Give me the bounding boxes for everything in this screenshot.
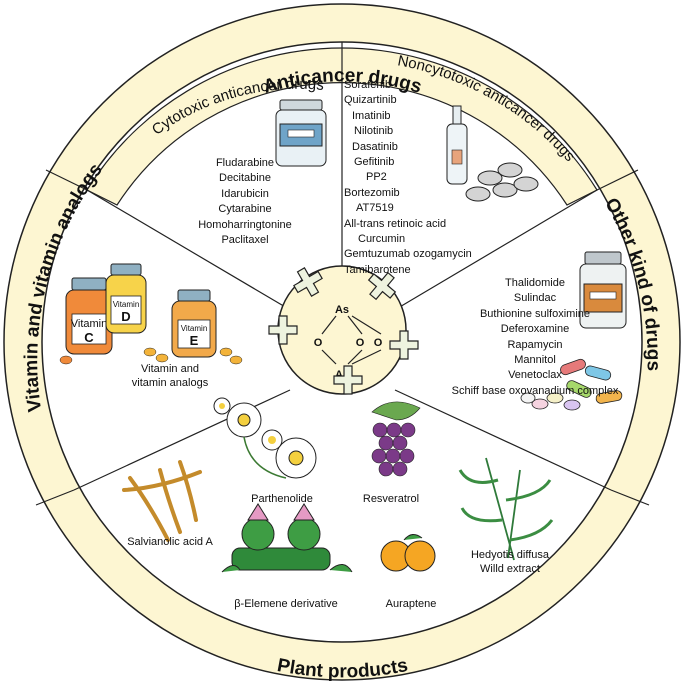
list-item: Venetoclax bbox=[508, 369, 562, 382]
parthenolide-label: Parthenolide bbox=[251, 493, 313, 505]
list-item: Paclitaxel bbox=[221, 234, 269, 247]
list-item: Decitabine bbox=[219, 172, 271, 185]
list-item: Bortezomib bbox=[344, 186, 400, 199]
list-item: Gemtuzumab ozogamycin bbox=[344, 248, 472, 261]
elemene-label: β-Elemene derivative bbox=[234, 598, 338, 610]
divider-lower-right bbox=[394, 389, 612, 491]
arsenic-bonds bbox=[321, 315, 382, 365]
vitamin-d-letter: D bbox=[121, 309, 130, 324]
vitamin-e-label: Vitamin bbox=[181, 324, 208, 333]
cytotoxic-drug-list: Fludarabine Decitabine Idarubicin Cytara… bbox=[180, 156, 310, 248]
list-item: PP2 bbox=[366, 171, 387, 184]
salvia-root-icon bbox=[122, 460, 202, 542]
list-item: Dasatinib bbox=[352, 140, 398, 153]
list-item: Tamibarotene bbox=[344, 263, 411, 276]
list-item: Curcumin bbox=[358, 233, 406, 246]
list-item: Sulindac bbox=[513, 292, 557, 305]
plus-icon-bottom bbox=[333, 365, 363, 395]
list-item: Deferoxamine bbox=[500, 323, 570, 336]
vitamin-caption: Vitamin and vitamin analogs bbox=[110, 362, 230, 390]
list-item: Imatinib bbox=[352, 109, 391, 122]
list-item: Schiff base oxovanadium complex bbox=[451, 384, 619, 397]
tablets-icon bbox=[465, 162, 539, 202]
atom-o-left: O bbox=[314, 337, 323, 349]
hedyotis-plant-icon bbox=[458, 457, 554, 561]
vitamin-pills-icon bbox=[59, 347, 243, 365]
list-item: Homoharringtonine bbox=[198, 218, 292, 231]
vitamin-c-letter: C bbox=[84, 330, 94, 345]
list-item: Sorafenib bbox=[344, 79, 392, 91]
atom-o-mid1: O bbox=[356, 337, 365, 349]
list-item: Nilotinib bbox=[354, 125, 394, 138]
ring-divider-4 bbox=[610, 489, 650, 506]
drug-bottle-icon bbox=[275, 99, 327, 167]
ring-divider-2 bbox=[596, 169, 639, 191]
elemene-flower-icon bbox=[221, 503, 353, 573]
list-item: AT7519 bbox=[356, 202, 394, 215]
grape-icon bbox=[371, 401, 421, 477]
list-item: Gefitinib bbox=[354, 156, 395, 169]
plus-icon-left bbox=[268, 315, 298, 345]
vitamin-d-label: Vitamin bbox=[113, 300, 140, 309]
vitamin-e-bottle-icon bbox=[171, 289, 217, 358]
ring-divider-3 bbox=[35, 489, 75, 506]
list-item: Cytarabine bbox=[218, 203, 272, 216]
vitamin-caption-line2: vitamin analogs bbox=[131, 377, 209, 389]
noncytotoxic-drug-list: Sorafenib Quizartinib Imatinib Nilotinib… bbox=[344, 78, 484, 278]
atom-as-top: As bbox=[335, 304, 349, 316]
capsules-icon bbox=[520, 358, 623, 411]
hedyotis-label-line1: Hedyotis diffusa bbox=[470, 549, 550, 561]
list-item: Thalidomide bbox=[505, 277, 565, 289]
ring-divider-1 bbox=[45, 169, 88, 191]
list-item: Idarubicin bbox=[221, 187, 269, 200]
list-item: All-trans retinoic acid bbox=[344, 217, 447, 230]
pill-bottle-icon bbox=[579, 251, 627, 329]
vitamin-caption-line1: Vitamin and bbox=[141, 363, 199, 375]
resveratrol-label: Resveratrol bbox=[362, 493, 420, 505]
plus-icon-upper-left bbox=[293, 267, 323, 297]
list-item: Quizartinib bbox=[344, 94, 397, 107]
vitamin-c-bottle-icon bbox=[65, 277, 113, 355]
list-item: Fludarabine bbox=[215, 157, 275, 169]
hedyotis-label: Hedyotis diffusa Willd extract bbox=[450, 548, 570, 576]
hedyotis-label-line2: Willd extract bbox=[480, 563, 540, 575]
plus-icon-right bbox=[389, 330, 419, 360]
plus-icon-upper-right bbox=[367, 271, 397, 301]
vitamin-e-letter: E bbox=[190, 333, 199, 348]
atom-o-mid2: O bbox=[374, 337, 383, 349]
salvianolic-label: Salvianolic acid A bbox=[127, 536, 213, 548]
divider-upper-left bbox=[86, 189, 288, 309]
chamomile-flower-icon bbox=[213, 397, 317, 479]
list-item: Buthionine sulfoximine bbox=[479, 307, 591, 320]
list-item: Rapamycin bbox=[507, 338, 563, 351]
auraptene-label: Auraptene bbox=[385, 598, 437, 610]
list-item: Mannitol bbox=[514, 354, 556, 367]
divider-upper-right bbox=[397, 189, 598, 309]
ampoule-icon bbox=[446, 105, 468, 185]
vitamin-d-bottle-icon bbox=[105, 263, 147, 334]
other-drug-list: Thalidomide Sulindac Buthionine sulfoxim… bbox=[430, 276, 640, 399]
orange-icon bbox=[380, 534, 436, 572]
vitamin-c-label: Vitamin bbox=[71, 318, 107, 330]
